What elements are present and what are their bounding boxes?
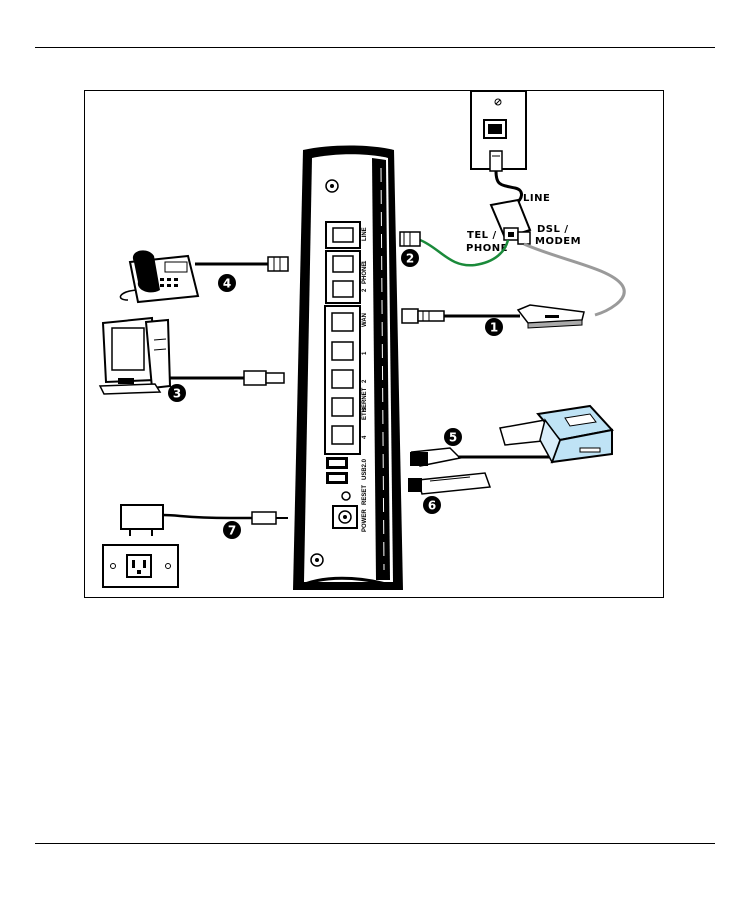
- usb-ports: [326, 457, 348, 484]
- svg-text:7: 7: [228, 524, 236, 538]
- callout-1: 1: [485, 318, 503, 336]
- reset-button: [341, 491, 351, 501]
- power-plug: [251, 511, 288, 525]
- wall-outlet: [102, 544, 179, 588]
- port-label-wan: WAN: [362, 313, 368, 327]
- svg-text:4: 4: [223, 277, 231, 291]
- figure-frame: [84, 90, 664, 598]
- wall-jack: [470, 90, 527, 172]
- line-label: LINE: [523, 193, 550, 204]
- svg-text:3: 3: [173, 387, 181, 401]
- port-label-phone: PHONE: [362, 263, 368, 284]
- footer-rule: [35, 843, 715, 844]
- usb-stick: [408, 472, 492, 495]
- callout-7: 7: [223, 521, 241, 539]
- callout-6: 6: [423, 496, 441, 514]
- tel-phone-label-1: TEL /: [467, 230, 497, 241]
- port-label-line: LINE: [362, 227, 368, 241]
- phone-cable: [419, 238, 510, 267]
- port-num-eth-2: 2: [362, 379, 368, 383]
- svg-text:6: 6: [428, 499, 436, 513]
- dsl-connector: [401, 308, 445, 324]
- modem-device: [516, 304, 585, 329]
- wan-ethernet-ports: [324, 305, 361, 455]
- port-label-power: POWER: [362, 509, 368, 532]
- tel-phone-label-2: PHONE: [466, 243, 508, 254]
- port-num-eth-1: 1: [362, 351, 368, 355]
- phone-ports: [325, 250, 361, 304]
- dsl-modem-label-1: DSL /: [537, 224, 569, 235]
- callout-4: 4: [218, 274, 236, 292]
- wall-cable: [494, 170, 523, 205]
- port-label-usb: USB2.0: [362, 458, 368, 480]
- svg-text:1: 1: [490, 321, 498, 335]
- port-num-phone-1: 1: [362, 260, 368, 264]
- computer: [98, 316, 172, 395]
- svg-text:5: 5: [449, 431, 457, 445]
- port-num-eth-4: 4: [362, 435, 368, 439]
- phone-connector: [399, 231, 421, 247]
- power-cable: [162, 513, 252, 520]
- port-num-eth-3: 3: [362, 407, 368, 411]
- line-port: [325, 221, 361, 249]
- printer: [499, 404, 614, 464]
- dsl-modem-label-2: MODEM: [535, 236, 581, 247]
- splitter: [489, 198, 532, 245]
- power-adapter: [120, 504, 164, 536]
- port-label-ethernet: ETHERNET: [362, 387, 368, 420]
- line-cable: [523, 242, 626, 317]
- callout-5: 5: [444, 428, 462, 446]
- telephone-plug: [267, 256, 289, 272]
- power-jack: [332, 505, 358, 529]
- svg-text:2: 2: [406, 252, 414, 266]
- header-rule: [35, 47, 715, 48]
- port-num-phone-2: 2: [362, 288, 368, 292]
- usb-printer-plug: [410, 447, 462, 467]
- callout-3: 3: [168, 384, 186, 402]
- computer-plug: [243, 370, 285, 386]
- port-label-reset: RESET: [362, 485, 368, 505]
- callout-2: 2: [401, 249, 419, 267]
- telephone: [119, 250, 200, 304]
